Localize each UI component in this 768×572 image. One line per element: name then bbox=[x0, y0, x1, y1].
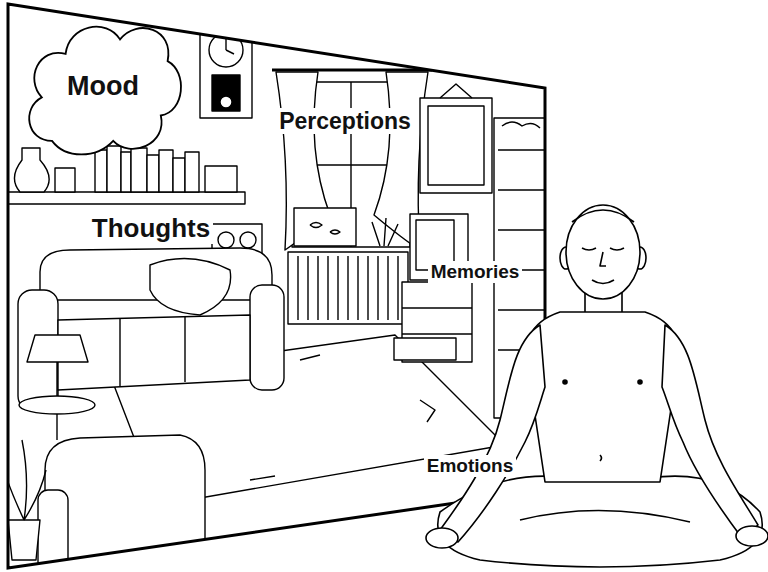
nipple bbox=[638, 380, 642, 384]
speaker bbox=[218, 232, 234, 248]
mind-label: Thoughts bbox=[89, 214, 213, 244]
book bbox=[121, 152, 131, 192]
plant bbox=[372, 218, 398, 246]
book bbox=[173, 158, 185, 192]
navel bbox=[600, 455, 602, 461]
meditating-man bbox=[426, 205, 768, 567]
right-arm bbox=[662, 325, 758, 538]
mind-label: Perceptions bbox=[276, 108, 414, 134]
sofa-seams bbox=[120, 316, 185, 386]
speaker bbox=[240, 232, 256, 248]
cloud-node: Mood bbox=[18, 14, 188, 159]
left-hand bbox=[426, 528, 458, 548]
curtain-rod bbox=[272, 69, 432, 72]
left-arm bbox=[440, 325, 545, 542]
side-table bbox=[19, 396, 95, 414]
hat bbox=[502, 122, 540, 128]
nose bbox=[600, 252, 606, 266]
plant-leaves bbox=[4, 440, 46, 520]
drawer bbox=[402, 307, 472, 308]
wardrobe-shelves bbox=[498, 150, 545, 350]
vase bbox=[14, 148, 49, 192]
drawer bbox=[402, 333, 472, 334]
radiator bbox=[288, 252, 408, 324]
book bbox=[147, 155, 159, 192]
mind-label: Memories bbox=[428, 261, 523, 283]
hairline bbox=[572, 210, 634, 222]
smile bbox=[592, 280, 614, 284]
mirror-frame bbox=[420, 98, 492, 193]
lamp-shade bbox=[27, 335, 88, 362]
fish bbox=[310, 223, 340, 235]
mind-label: Emotions bbox=[424, 455, 517, 477]
aquarium bbox=[294, 208, 356, 246]
open-drawer bbox=[394, 338, 456, 360]
radiator-fins bbox=[298, 256, 398, 320]
clock-top bbox=[200, 8, 252, 22]
book-stack bbox=[205, 166, 237, 192]
book bbox=[185, 152, 199, 192]
book bbox=[131, 148, 147, 192]
mirror-glass bbox=[428, 106, 484, 185]
sofa-seat bbox=[58, 315, 250, 390]
cushion bbox=[150, 259, 231, 315]
jar bbox=[55, 168, 75, 192]
book bbox=[159, 150, 173, 192]
screen-border bbox=[8, 4, 545, 568]
torso bbox=[526, 312, 679, 482]
side-table-leg bbox=[56, 414, 57, 440]
book bbox=[95, 150, 107, 192]
right-hand bbox=[736, 526, 768, 546]
head bbox=[566, 205, 640, 299]
plant-pot bbox=[8, 520, 40, 560]
living-room bbox=[0, 8, 554, 572]
lamp-stand bbox=[56, 362, 57, 400]
mirror-hook bbox=[440, 84, 472, 98]
pendulum-box bbox=[212, 75, 240, 111]
cloud-outline bbox=[29, 27, 181, 155]
pendulum bbox=[220, 96, 232, 108]
sofa-arm bbox=[250, 285, 284, 390]
leg-fold bbox=[520, 510, 690, 522]
book bbox=[107, 146, 121, 192]
shelf bbox=[0, 192, 245, 204]
nipple bbox=[563, 380, 567, 384]
closed-eyes bbox=[582, 248, 624, 250]
cloud-label: Mood bbox=[67, 71, 139, 102]
